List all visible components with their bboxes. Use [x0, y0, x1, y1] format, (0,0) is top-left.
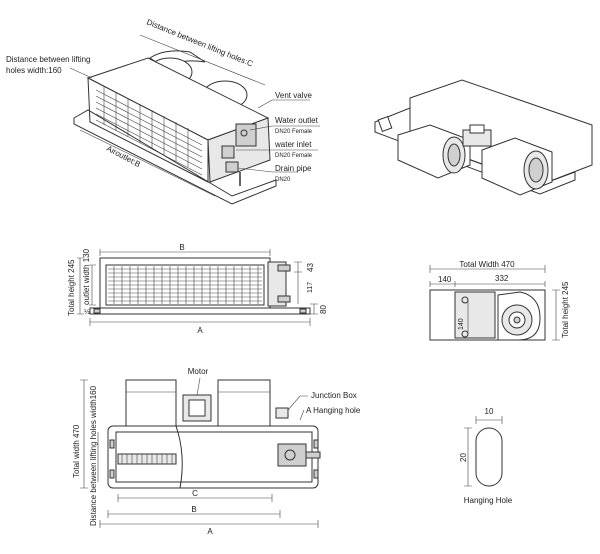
dim-a-top: A [207, 527, 213, 536]
dim-b-top: B [191, 505, 196, 514]
isometric-rear-view [374, 79, 593, 196]
water-outlet-label: Water outlet [275, 116, 319, 125]
total-width-top: Total width 470 [72, 424, 81, 478]
dim-b-front: B [179, 243, 184, 252]
total-height-side: Total height 245 [561, 281, 570, 338]
dim-117: 117 [307, 282, 314, 293]
hanging-hole-a-label: A Hanging hole [306, 406, 361, 415]
drain-pipe-label: Drain pipe [275, 164, 312, 173]
motor-label: Motor [188, 367, 209, 376]
water-outlet-spec: DN20 Female [275, 129, 313, 135]
top-plan-view: Motor Junction Box A Hanging hole Total … [72, 367, 361, 536]
drain-pipe-spec: DN20 [275, 177, 291, 183]
air-outlet-label: Airoutlet:B [105, 144, 142, 169]
junction-box-label: Junction Box [311, 391, 357, 400]
hanging-hole-caption: Hanging Hole [464, 496, 513, 505]
dim-332: 332 [495, 274, 509, 283]
dim-80: 80 [319, 305, 328, 314]
dim-small: ½ [84, 308, 90, 316]
hole-height-dim: 20 [459, 453, 468, 462]
dim-a-front: A [197, 326, 203, 335]
coil-grille [108, 266, 262, 304]
dim-140-side: 140 [458, 318, 465, 330]
total-height-front: Total height 245 [67, 259, 76, 316]
dim-c-top: C [192, 489, 198, 498]
vent-valve-label: Vent valve [275, 91, 312, 100]
lifting-width-label-1: Distance between lifting [6, 55, 91, 64]
hole-width-dim: 10 [485, 407, 494, 416]
lifting-width-top: Distance between lifting holes width160 [89, 385, 98, 526]
lifting-width-label-2: holes width:160 [6, 66, 62, 75]
hanging-hole-detail: 10 20 Hanging Hole [459, 407, 513, 505]
water-inlet-label: water inlet [274, 140, 312, 149]
front-elevation-view: B A Total height 245 outlet width 130 43… [67, 243, 328, 335]
outlet-width-front: outlet width 130 [82, 248, 91, 305]
coil-fins [95, 86, 203, 176]
side-elevation-view: Total Width 470 140 332 140 Total height… [429, 260, 570, 341]
isometric-front-view: Distance between lifting holes width:160… [6, 18, 320, 205]
dim-140-top: 140 [438, 275, 452, 284]
water-inlet-spec: DN20 Female [275, 153, 313, 159]
dim-43: 43 [306, 263, 315, 272]
total-width-side: Total Width 470 [459, 260, 515, 269]
